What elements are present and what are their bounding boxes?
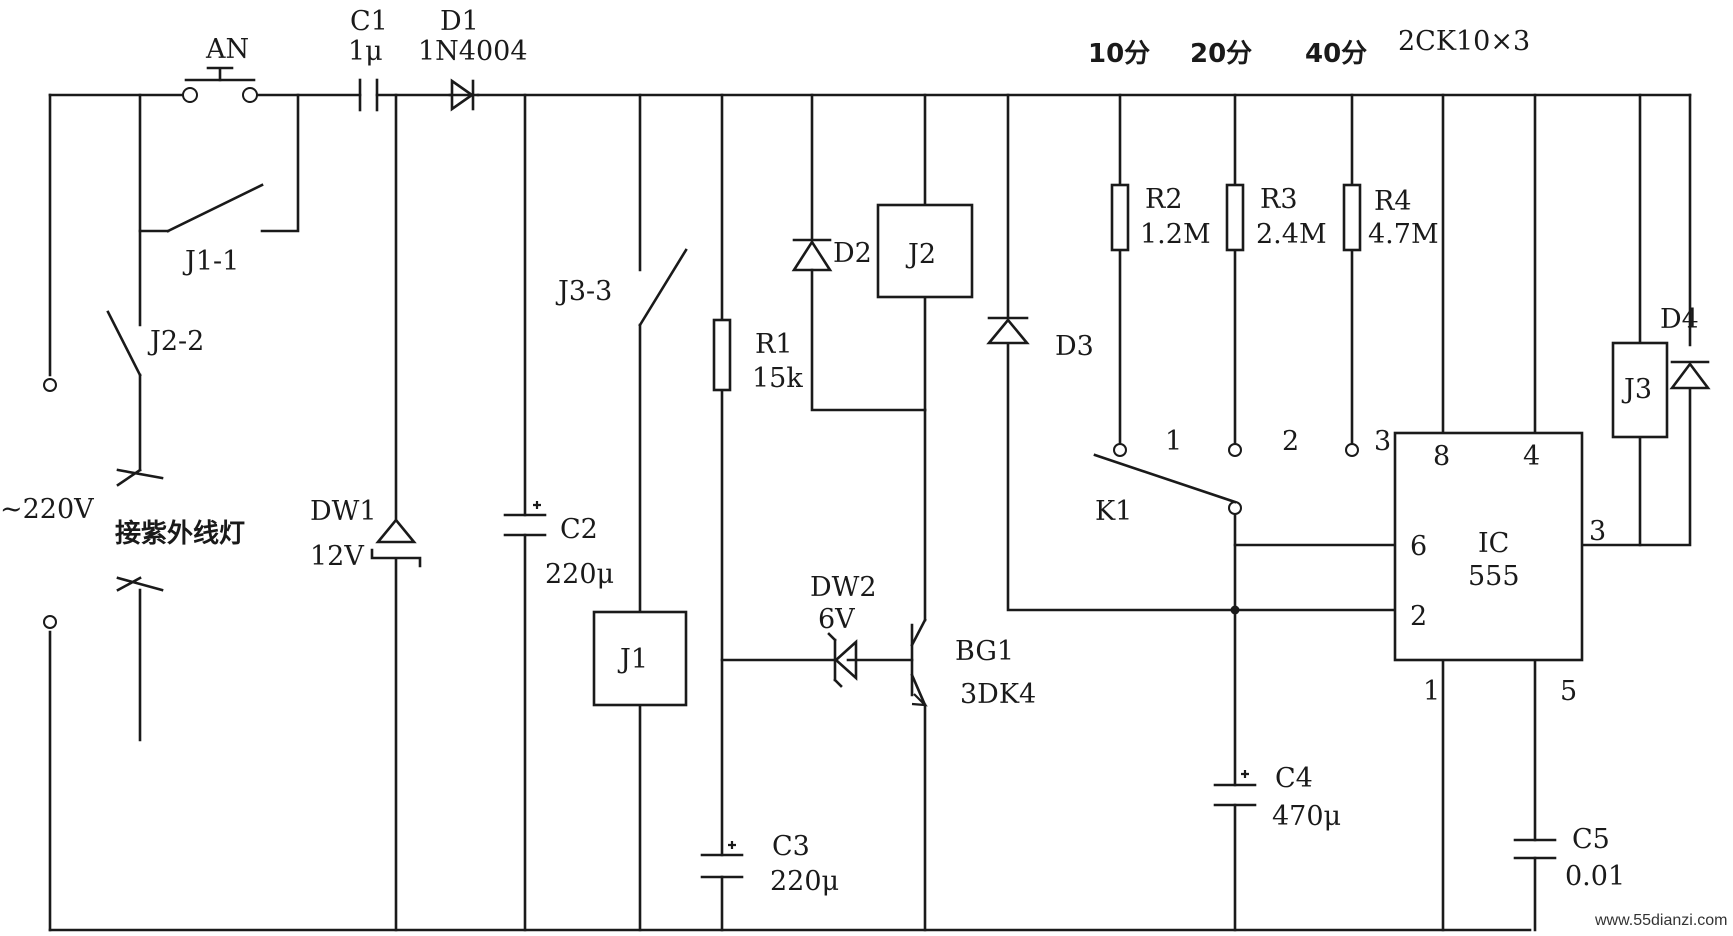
label-dw1-value: 12V bbox=[310, 541, 364, 572]
diode-d2 bbox=[791, 238, 833, 272]
label-k1-pos2: 2 bbox=[1282, 426, 1299, 457]
label-lamp: 接紫外线灯 bbox=[115, 519, 245, 549]
zener-dw1 bbox=[370, 517, 422, 568]
label-pin8: 8 bbox=[1433, 441, 1450, 472]
label-r4: R4 bbox=[1374, 186, 1412, 217]
label-pin1: 1 bbox=[1423, 676, 1440, 707]
label-c2: C2 bbox=[560, 514, 598, 545]
label-pin2: 2 bbox=[1410, 601, 1427, 632]
lamp-terminal-contacts bbox=[116, 468, 164, 592]
capacitor-c5 bbox=[1513, 838, 1557, 860]
label-ic-value: 555 bbox=[1468, 561, 1520, 592]
resistor-r2 bbox=[1110, 183, 1130, 252]
label-j3: J3 bbox=[1621, 374, 1652, 405]
diode-d1 bbox=[448, 78, 480, 112]
label-r2-value: 1.2M bbox=[1140, 219, 1211, 250]
ic-555 bbox=[1393, 431, 1584, 662]
label-bg1: BG1 bbox=[955, 636, 1014, 667]
resistor-r1 bbox=[712, 318, 732, 392]
label-d1: D1 bbox=[440, 6, 479, 37]
label-j2: J2 bbox=[905, 239, 936, 270]
label-d1-value: 1N4004 bbox=[418, 36, 528, 67]
junction-dot bbox=[1230, 605, 1240, 615]
label-bg1-value: 3DK4 bbox=[960, 679, 1036, 710]
label-40min: 40分 bbox=[1305, 39, 1367, 69]
label-c4: C4 bbox=[1275, 763, 1313, 794]
label-dw2-value: 6V bbox=[818, 604, 855, 635]
relay-coil-j3 bbox=[1611, 341, 1669, 439]
label-dw2: DW2 bbox=[810, 572, 877, 603]
label-d3: D3 bbox=[1055, 331, 1094, 362]
label-pin6: 6 bbox=[1410, 531, 1427, 562]
capacitor-c1 bbox=[358, 78, 379, 112]
label-an: AN bbox=[205, 34, 249, 65]
label-20min: 20分 bbox=[1190, 39, 1252, 69]
transistor-bg1 bbox=[910, 618, 928, 707]
label-r1: R1 bbox=[755, 329, 793, 360]
label-c2-value: 220μ bbox=[545, 559, 614, 590]
relay-contact-j2-2 bbox=[106, 310, 142, 377]
label-c1: C1 bbox=[350, 6, 388, 37]
relay-contact-j3-3 bbox=[638, 248, 688, 327]
label-c3-value: 220μ bbox=[770, 866, 839, 897]
label-j1-1: J1-1 bbox=[182, 246, 239, 277]
resistor-r3 bbox=[1225, 183, 1245, 252]
label-10min: 10分 bbox=[1088, 39, 1150, 69]
capacitor-c3 bbox=[700, 841, 744, 879]
label-c5-value: 0.01 bbox=[1565, 861, 1625, 892]
relay-coil-j2 bbox=[876, 203, 974, 299]
label-k1-pos3: 3 bbox=[1374, 426, 1391, 457]
relay-coil-j1 bbox=[592, 610, 688, 707]
label-k1-pos1: 1 bbox=[1165, 426, 1182, 457]
label-r3: R3 bbox=[1260, 184, 1298, 215]
label-c5: C5 bbox=[1572, 824, 1610, 855]
relay-contact-j1-1 bbox=[166, 183, 264, 233]
label-d2: D2 bbox=[833, 238, 872, 269]
push-button-an bbox=[182, 66, 258, 103]
label-c1-value: 1μ bbox=[348, 36, 383, 67]
label-k1: K1 bbox=[1095, 496, 1132, 527]
label-j1: J1 bbox=[617, 644, 648, 675]
label-d4-part: 2CK10×3 bbox=[1398, 26, 1530, 57]
label-r2: R2 bbox=[1145, 184, 1183, 215]
label-j3-3: J3-3 bbox=[555, 276, 612, 307]
label-ic: IC bbox=[1478, 528, 1509, 559]
label-d4: D4 bbox=[1660, 304, 1699, 335]
diode-d3 bbox=[986, 316, 1030, 345]
label-c4-value: 470μ bbox=[1272, 801, 1341, 832]
labels: AN C1 1μ D1 1N4004 10分 20分 40分 2CK10×3 J… bbox=[0, 6, 1728, 929]
label-r1-value: 15k bbox=[752, 363, 803, 394]
diode-d4 bbox=[1669, 360, 1711, 390]
label-220v: ~220V bbox=[0, 494, 94, 525]
label-j2-2: J2-2 bbox=[147, 326, 204, 357]
ac-terminal-bottom bbox=[43, 615, 57, 629]
zener-dw2 bbox=[827, 632, 858, 688]
label-dw1: DW1 bbox=[310, 496, 377, 527]
label-r4-value: 4.7M bbox=[1368, 219, 1439, 250]
ac-terminal-top bbox=[43, 378, 57, 392]
label-pin4: 4 bbox=[1523, 441, 1540, 472]
label-pin5: 5 bbox=[1560, 676, 1577, 707]
watermark: www.55dianzi.com bbox=[1594, 912, 1728, 929]
label-r3-value: 2.4M bbox=[1256, 219, 1327, 250]
selector-switch-k1 bbox=[1093, 443, 1359, 515]
capacitor-c4 bbox=[1213, 770, 1257, 807]
wires bbox=[48, 93, 1692, 932]
label-pin3: 3 bbox=[1589, 516, 1606, 547]
capacitor-c2 bbox=[503, 501, 547, 537]
label-c3: C3 bbox=[772, 831, 810, 862]
resistor-r4 bbox=[1342, 183, 1362, 252]
